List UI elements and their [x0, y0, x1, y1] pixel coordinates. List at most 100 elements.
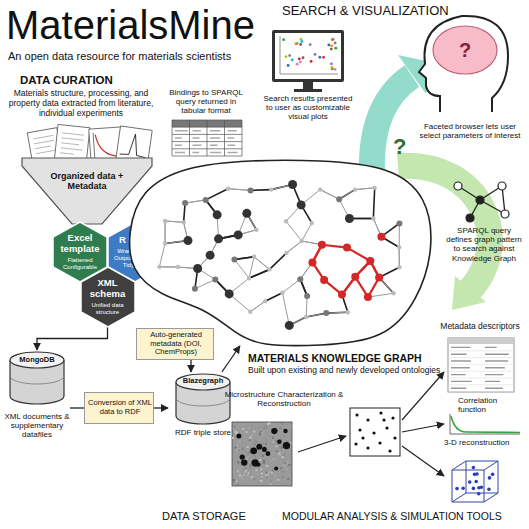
graph-edge — [165, 221, 166, 244]
cube-particle — [455, 487, 459, 491]
plot-dot — [300, 40, 303, 43]
micrograph-noise — [247, 446, 249, 448]
micrograph-particle — [262, 447, 267, 452]
graph-node — [225, 289, 234, 298]
funnel-shape — [22, 158, 152, 226]
graph-edge — [355, 188, 375, 190]
micrograph-noise — [249, 439, 251, 441]
micrograph-noise — [241, 477, 243, 479]
graph-node — [304, 315, 308, 319]
funnel-outline — [22, 158, 152, 224]
micrograph-noise — [260, 468, 262, 470]
micrograph-noise — [246, 431, 248, 433]
micrograph-noise — [243, 474, 245, 476]
database-cylinder: MongoDBXML documents & supplementary dat… — [4, 350, 70, 462]
graph-node — [391, 291, 395, 295]
node-text: Excel template — [55, 233, 105, 255]
micrograph-noise — [272, 475, 274, 477]
node-text: Auto-generated metadata (DOI, ChemProps) — [140, 331, 212, 357]
micrograph-noise — [262, 455, 264, 457]
micrograph-particle — [274, 467, 278, 471]
micrograph-noise — [249, 456, 251, 458]
micrograph-noise — [249, 437, 251, 439]
knowledge-cloud-drawing — [130, 160, 431, 345]
query-pattern: SPARQL query defines graph pattern to se… — [444, 176, 524, 282]
correlation-curve — [451, 416, 520, 433]
question-mark-block: ? — [393, 134, 409, 159]
graph-node — [231, 256, 237, 262]
graph-edge — [282, 279, 300, 293]
head-outline — [419, 16, 508, 112]
graph-node — [213, 210, 222, 219]
cube-particle — [477, 492, 481, 496]
reconstruction-cube-shape — [440, 438, 524, 504]
graph-node — [247, 276, 251, 280]
micrograph-particle — [241, 459, 247, 465]
pattern-node — [476, 196, 484, 204]
micrograph-noise — [237, 471, 239, 473]
micrograph-noise — [282, 423, 284, 425]
graph-node — [366, 257, 374, 265]
micrograph-noise — [276, 450, 278, 452]
micrograph-noise — [284, 462, 286, 464]
micrograph-particle — [250, 447, 257, 454]
graph-edge — [326, 312, 348, 314]
graph-node — [345, 214, 354, 223]
graph-node — [371, 216, 375, 220]
graph-edge — [234, 259, 249, 278]
graph-node — [226, 186, 230, 190]
plot-dot — [302, 56, 305, 59]
section-heading: DATA CURATION — [20, 74, 160, 87]
connector — [37, 327, 108, 350]
monitor: Search results presented to user as cust… — [262, 28, 354, 124]
micrograph-noise — [236, 445, 238, 447]
micrograph-noise — [282, 476, 284, 478]
graph-node — [176, 265, 180, 269]
query-pattern-drawing — [454, 182, 509, 222]
user-head: ?Faceted browser lets user select parame… — [405, 14, 525, 164]
micrograph-noise — [280, 467, 282, 469]
graph-node — [372, 186, 376, 190]
graph-node — [308, 258, 316, 266]
micrograph-particle — [256, 444, 262, 450]
node-text: Bindings to SPARQL query returned in tab… — [164, 88, 248, 116]
micrograph-noise — [260, 480, 262, 482]
micrograph-particle — [271, 428, 277, 434]
graph-edge — [399, 223, 400, 247]
node-subtext: Flattened Configurable — [55, 257, 105, 271]
graph-edge — [265, 293, 282, 301]
graph-node — [397, 265, 401, 269]
micrograph-particle — [256, 462, 260, 466]
graph-edge — [306, 313, 326, 317]
table-cells — [451, 347, 509, 388]
micrograph-noise — [266, 471, 268, 473]
graph-node — [242, 209, 251, 218]
micrograph-noise — [284, 465, 286, 467]
graph-edge — [206, 189, 228, 200]
database-cylinder-shape — [4, 350, 70, 462]
micrograph-noise — [260, 431, 262, 433]
plot-dot — [330, 44, 333, 47]
cube-particle — [488, 476, 492, 480]
graph-edge — [185, 200, 206, 203]
micrograph-noise — [232, 437, 234, 439]
plot-dot — [332, 38, 335, 41]
section-note-block: Materials structure, processing, and pro… — [6, 89, 156, 118]
micrograph-noise — [270, 461, 272, 463]
descriptor-table-shape — [432, 320, 524, 396]
graph-edge — [249, 269, 269, 278]
micrograph-noise — [267, 474, 269, 476]
graph-node — [377, 233, 385, 241]
graph-edge — [270, 253, 287, 269]
graph-node — [375, 273, 383, 281]
graph-node — [320, 276, 328, 284]
micrograph-noise — [263, 427, 265, 429]
table-header — [448, 338, 514, 344]
graph-node — [267, 267, 271, 271]
graph-edge — [250, 301, 265, 312]
micrograph-noise — [267, 471, 269, 473]
micrograph-noise — [253, 478, 255, 480]
graph-edge — [254, 257, 269, 270]
graph-node — [285, 321, 294, 330]
graph-edge — [320, 190, 339, 200]
